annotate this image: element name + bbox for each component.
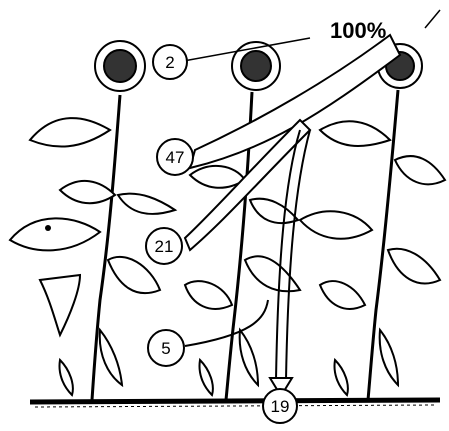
- label-leaves: 47: [157, 139, 193, 175]
- label-ground-text: 19: [271, 397, 290, 416]
- label-stem-text: 21: [155, 237, 174, 256]
- label-stem: 21: [146, 228, 182, 264]
- label-flowers-text: 2: [165, 53, 174, 72]
- label-leaves-text: 47: [166, 148, 185, 167]
- total-energy-label: 100%: [330, 18, 386, 44]
- ground-line: [30, 400, 440, 407]
- label-lower-stem: 5: [148, 330, 184, 366]
- label-lower-stem-text: 5: [161, 339, 170, 358]
- label-ground: 19: [263, 389, 297, 423]
- label-flowers: 2: [153, 45, 187, 79]
